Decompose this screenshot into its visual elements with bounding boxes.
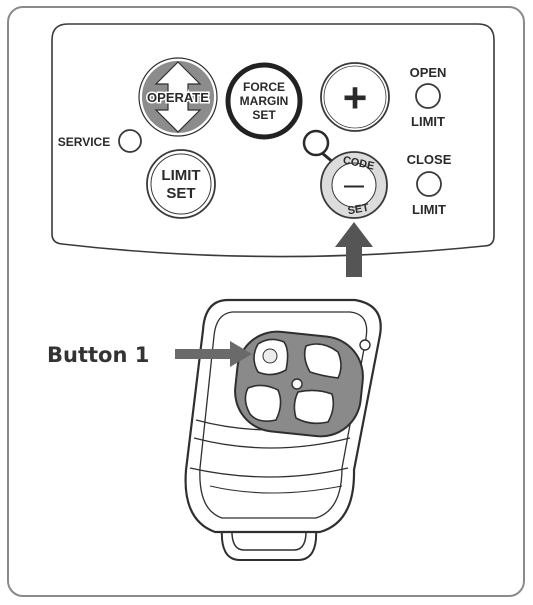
open-limit-indicator: OPEN LIMIT xyxy=(410,65,447,129)
up-down-arrow-icon xyxy=(154,61,202,133)
code-set-button[interactable]: CODE — SET xyxy=(302,129,388,219)
button-1-callout-label: Button 1 xyxy=(47,343,150,367)
operate-label: OPERATE xyxy=(147,90,209,105)
open-limit-label-line2: LIMIT xyxy=(411,114,445,129)
close-limit-label-line1: CLOSE xyxy=(407,152,452,167)
remote-button-1[interactable] xyxy=(253,338,289,376)
service-indicator: SERVICE xyxy=(58,129,142,153)
force-label-line1: FORCE xyxy=(243,80,285,94)
open-limit-led-icon xyxy=(415,83,441,109)
service-label: SERVICE xyxy=(58,135,110,149)
service-led-icon xyxy=(118,129,142,153)
close-limit-led-icon xyxy=(416,171,442,197)
open-limit-label-line1: OPEN xyxy=(410,65,447,80)
code-led-icon xyxy=(302,129,330,157)
remote-button-4[interactable] xyxy=(293,389,335,425)
limit-set-button[interactable]: LIMIT SET xyxy=(146,149,216,219)
up-arrow-icon xyxy=(335,222,373,277)
callout-arrow-icon xyxy=(175,341,252,367)
limit-set-label-line2: SET xyxy=(166,185,195,202)
force-margin-set-button[interactable]: FORCE MARGIN SET xyxy=(225,62,303,140)
operate-button[interactable]: OPERATE xyxy=(138,57,218,137)
force-label-line3: SET xyxy=(252,108,276,122)
limit-set-label-line1: LIMIT xyxy=(161,167,200,184)
minus-icon: — xyxy=(344,175,364,197)
plus-button[interactable]: + xyxy=(320,62,390,132)
remote-control xyxy=(184,298,382,561)
code-set-label-bottom: SET xyxy=(347,202,370,218)
plus-icon: + xyxy=(343,74,368,121)
close-limit-label-line2: LIMIT xyxy=(412,202,446,217)
remote-button-2[interactable] xyxy=(303,343,342,379)
close-limit-indicator: CLOSE LIMIT xyxy=(407,152,452,217)
remote-button-3[interactable] xyxy=(244,384,282,422)
force-label-line2: MARGIN xyxy=(240,94,289,108)
